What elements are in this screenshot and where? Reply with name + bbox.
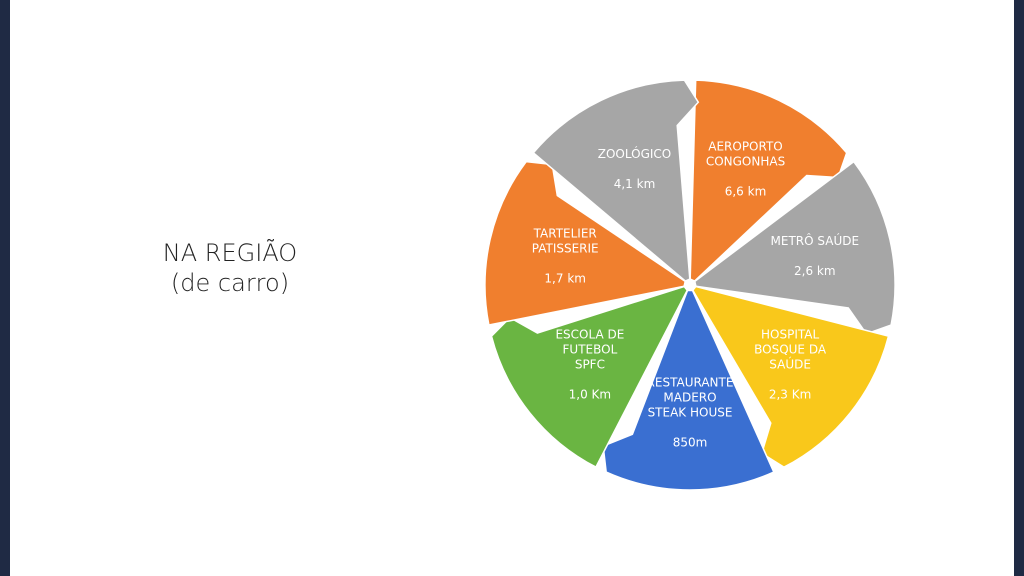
segment-label: FUTEBOL [563, 342, 618, 356]
cycle-segment-shape [693, 160, 906, 335]
segment-distance: 4,1 km [614, 177, 656, 191]
segment-label: TARTELIER [533, 227, 597, 241]
segment-label: BOSQUE DA [754, 342, 827, 356]
segment-label: PATISSERIE [532, 242, 599, 256]
right-frame-bar [1014, 0, 1024, 576]
cycle-segment-shape [689, 79, 853, 282]
cycle-segment-shape [691, 285, 890, 476]
segment-distance: 1,0 Km [569, 387, 611, 401]
segment-label: ESCOLA DE [555, 327, 624, 341]
segment-distance: 2,6 km [794, 264, 836, 278]
cycle-segment-shape [480, 285, 689, 469]
slide-title-line-2: (de carro) [170, 269, 290, 297]
left-frame-bar [0, 0, 10, 576]
segment-distance: 850m [673, 436, 708, 450]
cycle-segment-shape [532, 66, 700, 282]
cycle-segment: ZOOLÓGICO 4,1 km [532, 66, 700, 282]
slide-title: NA REGIÃO (de carro) [110, 238, 350, 298]
cycle-segment: METRÔ SAÚDE 2,6 km [693, 160, 906, 335]
segment-label: SPFC [575, 357, 605, 371]
segment-label: STEAK HOUSE [648, 406, 733, 420]
segment-label: RESTAURANTE [647, 376, 734, 390]
segment-distance: 6,6 km [725, 185, 767, 199]
segment-distance: 2,3 Km [769, 387, 811, 401]
segment-label: METRÔ SAÚDE [771, 233, 860, 248]
segment-label: CONGONHAS [706, 155, 785, 169]
segment-label: AEROPORTO [708, 140, 783, 154]
segment-label: HOSPITAL [761, 327, 819, 341]
segment-label: MADERO [663, 391, 716, 405]
segment-label: SAÚDE [769, 356, 811, 371]
slide-title-line-1: NA REGIÃO [162, 239, 298, 267]
cycle-segment-shape [602, 289, 775, 491]
segment-label: ZOOLÓGICO [598, 146, 671, 161]
cycle-segment-shape [484, 159, 687, 326]
segment-distance: 1,7 km [544, 272, 586, 286]
